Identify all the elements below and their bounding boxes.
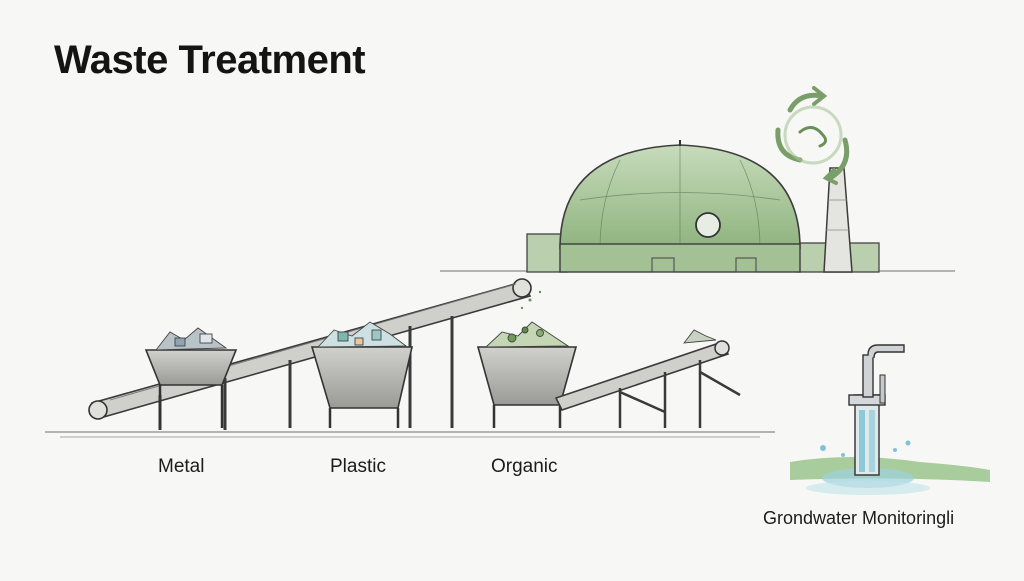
biogas-dome-facility — [526, 140, 880, 273]
bin-organic — [476, 290, 578, 428]
groundwater-monitoring-label: Grondwater Monitoringli — [763, 508, 955, 528]
page-title: Waste Treatment — [54, 38, 366, 82]
plastic-waste-pile — [316, 321, 408, 348]
metal-scrap-pile — [155, 327, 228, 351]
chimney — [823, 167, 853, 273]
organic-label: Organic — [491, 456, 558, 477]
bin-plastic — [310, 321, 414, 428]
recycle-arrows-icon — [775, 86, 850, 185]
groundwater-well — [790, 344, 990, 495]
bin-metal — [144, 327, 238, 428]
organic-waste-pile — [484, 321, 570, 348]
metal-label: Metal — [158, 456, 205, 477]
plastic-label: Plastic — [330, 456, 386, 477]
secondary-conveyor — [554, 329, 741, 428]
